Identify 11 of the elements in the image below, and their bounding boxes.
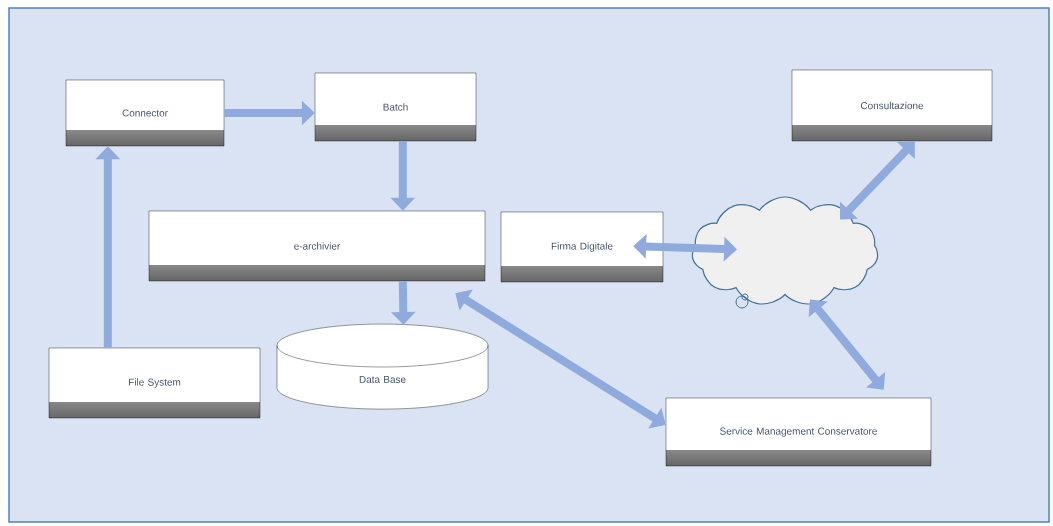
process-box: e-archivier [148,210,486,282]
process-box: File System [48,347,261,419]
arrow [808,299,886,390]
cloud [691,196,879,309]
database-cylinder: Data Base [276,323,489,410]
process-box: Batch [314,72,477,142]
process-box: Connector [65,79,225,147]
arrow [840,141,915,220]
process-box: Firma Digitale [500,211,664,283]
process-box: Consultazione [791,69,993,142]
process-box: Service Management Conservatore [665,397,932,467]
